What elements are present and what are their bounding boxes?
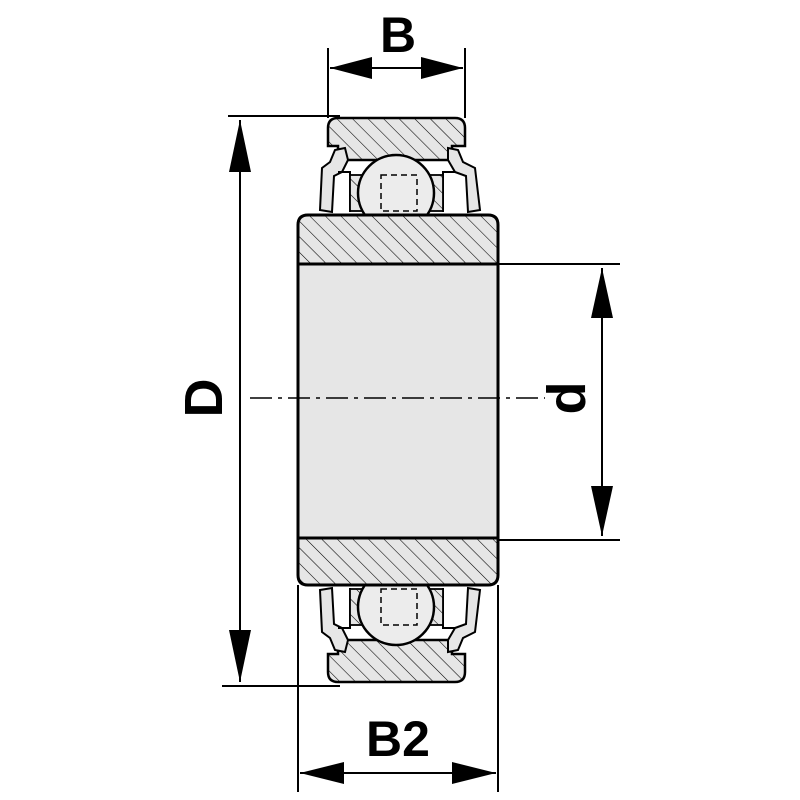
dimension-d-outer <box>222 115 340 687</box>
inner-bore <box>296 260 500 542</box>
outer-ring-top <box>326 116 467 162</box>
seal-top-left <box>318 146 351 214</box>
inner-ring-bottom <box>296 536 500 587</box>
seal-bottom-left <box>318 586 351 654</box>
seal-top-right <box>442 146 482 214</box>
label-b: B <box>380 7 416 63</box>
ball-bottom <box>356 567 436 647</box>
outer-ring-bottom <box>326 638 467 684</box>
dimension-b2 <box>297 585 499 792</box>
seal-bottom-right <box>442 586 482 654</box>
label-b2: B2 <box>366 711 430 767</box>
dimension-d-bore <box>498 263 620 541</box>
dimension-b <box>327 48 466 118</box>
label-d-outer: D <box>174 379 234 418</box>
inner-ring-top <box>296 213 500 266</box>
label-d-bore: d <box>537 382 597 415</box>
